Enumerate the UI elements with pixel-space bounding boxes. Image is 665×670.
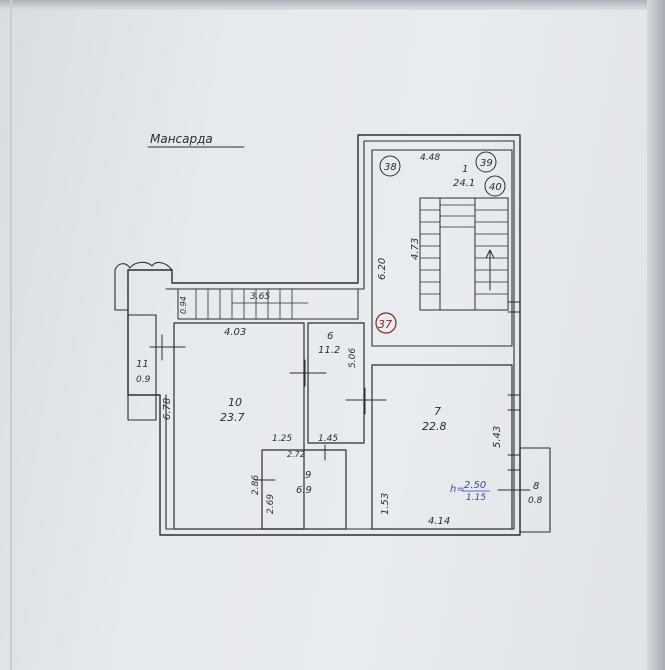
paper-fold bbox=[10, 0, 12, 670]
dim-stair-top: 4.48 bbox=[420, 153, 440, 163]
mark-38-label: 38 bbox=[384, 162, 397, 173]
room-6 bbox=[307, 322, 365, 444]
dim-room10-top: 4.03 bbox=[224, 327, 246, 338]
height-sub: 1.15 bbox=[466, 493, 486, 503]
dim-room10-side: 6.78 bbox=[162, 398, 173, 420]
outer-wall-inner bbox=[165, 140, 515, 530]
bay-left bbox=[114, 261, 173, 311]
dim-corridor: 3.65 bbox=[250, 292, 270, 302]
dim-272: 2.72 bbox=[287, 450, 305, 459]
room-6-area: 11.2 bbox=[318, 345, 340, 356]
outer-wall bbox=[127, 134, 521, 536]
paper-edge-right bbox=[647, 0, 665, 670]
dim-153: 1.53 bbox=[380, 493, 391, 515]
room-1-number: 1 bbox=[462, 164, 468, 175]
room-11-number: 11 bbox=[136, 359, 149, 370]
dim-stair-long: 6.20 bbox=[377, 258, 388, 280]
mark-39-label: 39 bbox=[480, 158, 493, 169]
mark-39 bbox=[475, 151, 497, 173]
room-9-area: 6.9 bbox=[296, 485, 312, 496]
room-10-area: 23.7 bbox=[220, 411, 245, 424]
dim-corridor-h: 0.94 bbox=[179, 296, 188, 314]
dim-145: 1.45 bbox=[318, 434, 338, 444]
stair-treads bbox=[419, 204, 509, 295]
mark-37-label: 37 bbox=[378, 318, 392, 331]
room-7-number: 7 bbox=[434, 405, 441, 418]
dim-414: 4.14 bbox=[428, 516, 450, 527]
door-marks bbox=[149, 334, 531, 491]
dim-125: 1.25 bbox=[272, 434, 292, 444]
room-11-area: 0.9 bbox=[136, 375, 151, 385]
mark-38 bbox=[379, 155, 401, 177]
height-value: 2.50 bbox=[464, 480, 486, 491]
room-10-number: 10 bbox=[228, 396, 242, 409]
dim-543: 5.43 bbox=[492, 426, 503, 448]
corridor-treads bbox=[195, 288, 293, 320]
room-6-number: 6 bbox=[327, 331, 333, 342]
room-1-area: 24.1 bbox=[453, 178, 475, 189]
windows bbox=[507, 301, 521, 471]
mark-40-label: 40 bbox=[489, 182, 502, 193]
stair-well bbox=[419, 197, 509, 311]
room-8-number: 8 bbox=[533, 481, 539, 492]
room-9-number: 9 bbox=[305, 470, 311, 481]
mark-40 bbox=[484, 175, 506, 197]
dim-286: 2.86 bbox=[251, 475, 261, 495]
height-label: h= bbox=[450, 484, 465, 495]
room-7 bbox=[371, 364, 513, 530]
dim-stair-inner: 4.73 bbox=[410, 238, 421, 260]
room-7-area: 22.8 bbox=[422, 420, 447, 433]
stair-arrow bbox=[485, 249, 495, 291]
room-10 bbox=[173, 322, 305, 530]
mark-37 bbox=[375, 312, 397, 334]
stair-room bbox=[371, 149, 513, 347]
balcony-11 bbox=[127, 314, 157, 421]
paper-edge-top bbox=[0, 0, 665, 10]
plan-title: Мансарда bbox=[150, 132, 213, 146]
dim-room6-side: 5.06 bbox=[348, 348, 358, 368]
dim-269: 2.69 bbox=[266, 494, 276, 514]
room-8-area: 0.8 bbox=[528, 496, 543, 506]
room-9 bbox=[261, 449, 347, 530]
